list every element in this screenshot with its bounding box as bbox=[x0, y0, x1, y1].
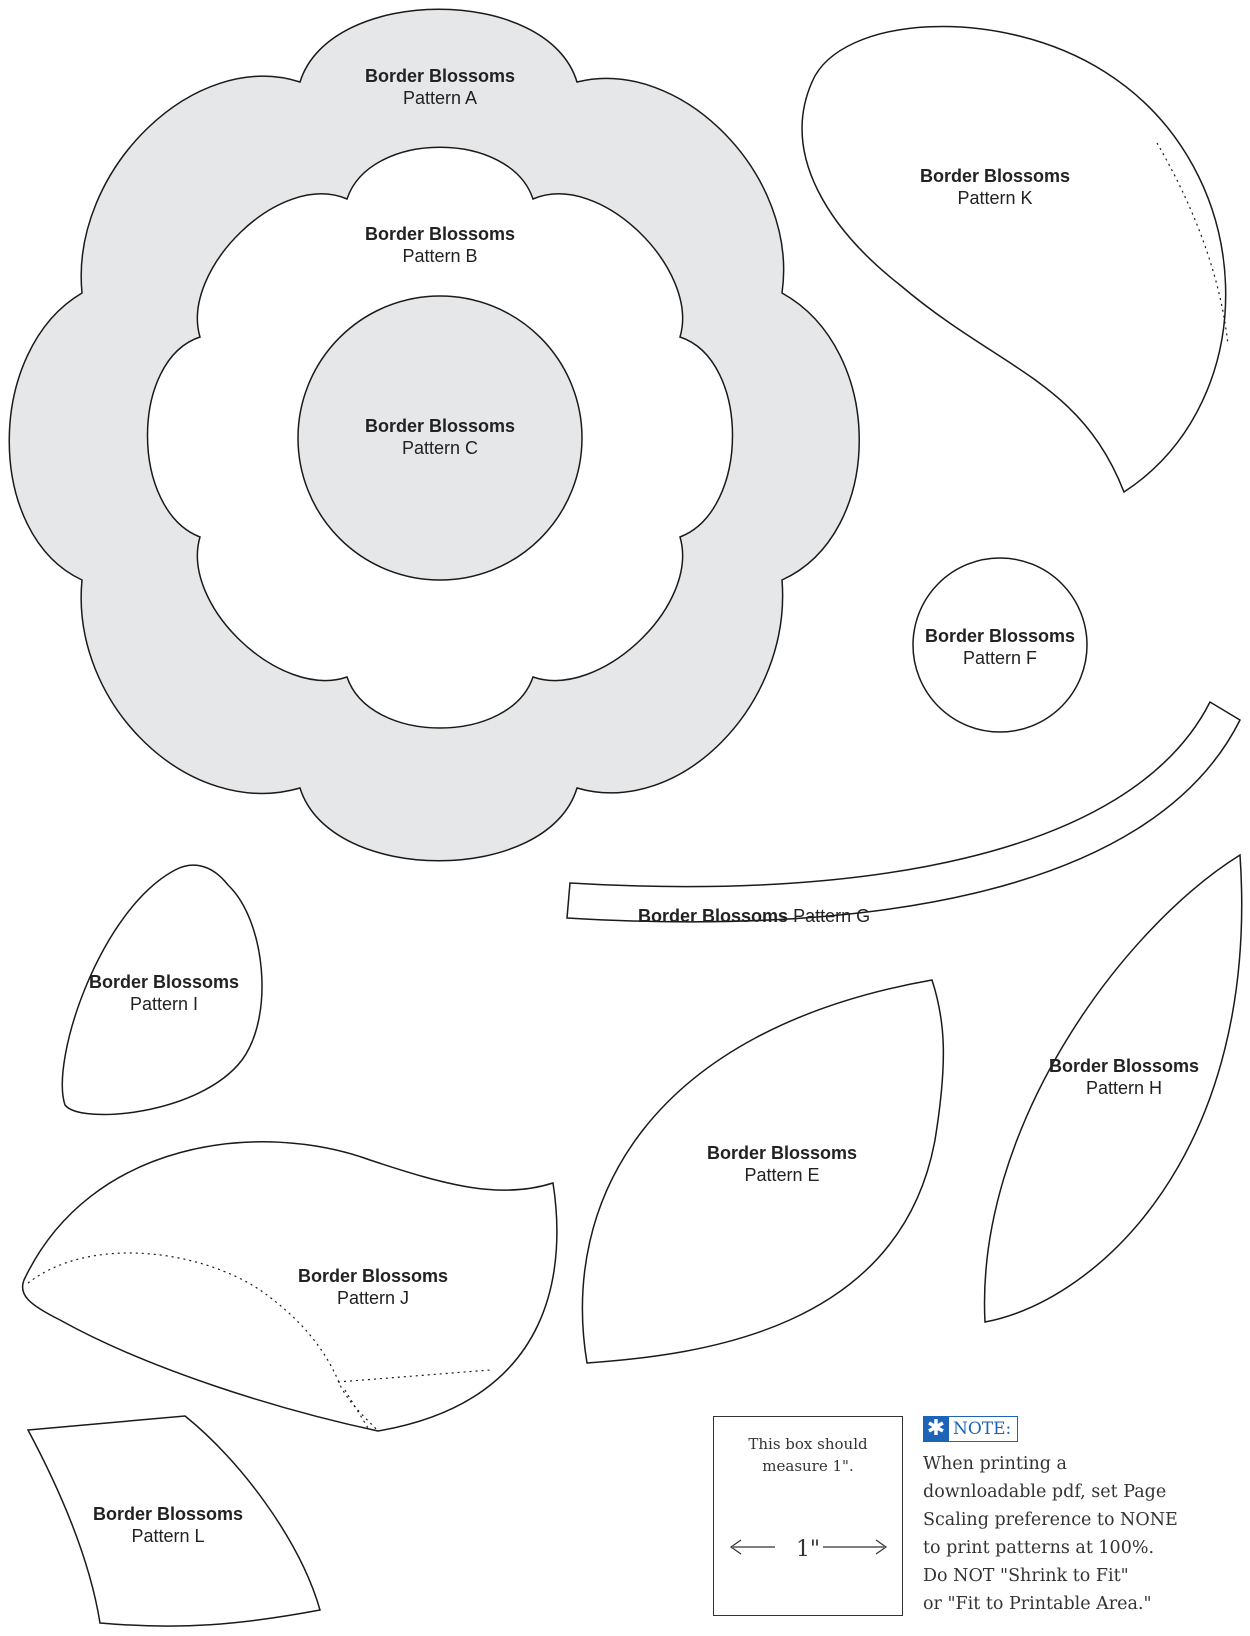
pattern-l-shape bbox=[26, 1415, 321, 1627]
one-inch-box-text: This box should measure 1". bbox=[714, 1433, 902, 1477]
pattern-b-label: Border Blossoms Pattern B bbox=[365, 223, 515, 267]
pattern-c-label: Border Blossoms Pattern C bbox=[365, 415, 515, 459]
pattern-j-label: Border Blossoms Pattern J bbox=[298, 1265, 448, 1309]
pattern-g-name: Pattern G bbox=[793, 906, 871, 926]
pattern-i-title: Border Blossoms bbox=[88, 972, 240, 992]
pattern-l-label: Border Blossoms Pattern L bbox=[93, 1503, 243, 1547]
pattern-g-shape bbox=[566, 700, 1241, 923]
pattern-j-dotted-line-3 bbox=[344, 1389, 369, 1429]
note-line: or "Fit to Printable Area." bbox=[923, 1594, 1152, 1614]
pattern-f-shape bbox=[912, 557, 1088, 733]
pattern-a-name: Pattern A bbox=[402, 88, 478, 108]
pattern-i-shape bbox=[61, 864, 263, 1116]
pattern-g-label: Border Blossoms Pattern G bbox=[638, 905, 870, 927]
pattern-b-name: Pattern B bbox=[402, 246, 478, 266]
pattern-k-shape bbox=[801, 25, 1227, 494]
note-body: When printing a downloadable pdf, set Pa… bbox=[923, 1450, 1243, 1618]
note-line: Do NOT "Shrink to Fit" bbox=[923, 1566, 1129, 1586]
pattern-e-shape bbox=[581, 979, 945, 1364]
pattern-c-title: Border Blossoms bbox=[364, 416, 516, 436]
pattern-f-label: Border Blossoms Pattern F bbox=[925, 625, 1075, 669]
pattern-j-shape bbox=[21, 1141, 558, 1432]
note-line: Scaling preference to NONE bbox=[923, 1510, 1178, 1530]
one-inch-box: This box should measure 1". 1" bbox=[713, 1416, 903, 1616]
pattern-a-label: Border Blossoms Pattern A bbox=[365, 65, 515, 109]
pattern-k-label: Border Blossoms Pattern K bbox=[920, 165, 1070, 209]
note-line: When printing a bbox=[923, 1454, 1067, 1474]
asterisk-icon: ✱ bbox=[923, 1416, 949, 1442]
pattern-i-name: Pattern I bbox=[129, 994, 199, 1014]
pattern-c-shape bbox=[297, 295, 583, 581]
pattern-i-label: Border Blossoms Pattern I bbox=[89, 971, 239, 1015]
measure-arrowhead-right bbox=[875, 1539, 888, 1555]
measure-arrowhead-left bbox=[729, 1539, 742, 1555]
pattern-k-name: Pattern K bbox=[957, 188, 1033, 208]
pattern-k-title: Border Blossoms bbox=[919, 166, 1071, 186]
pattern-h-title: Border Blossoms bbox=[1048, 1056, 1200, 1076]
pattern-j-dotted-line-2 bbox=[337, 1369, 491, 1383]
pattern-k-dotted-line bbox=[1156, 142, 1229, 346]
pattern-e-name: Pattern E bbox=[744, 1165, 820, 1185]
pattern-j-name: Pattern J bbox=[336, 1288, 410, 1308]
pattern-l-title: Border Blossoms bbox=[92, 1504, 244, 1524]
pattern-g-title: Border Blossoms bbox=[638, 906, 789, 926]
note-line: downloadable pdf, set Page bbox=[923, 1482, 1167, 1502]
pattern-b-title: Border Blossoms bbox=[364, 224, 516, 244]
pattern-h-shape bbox=[983, 853, 1243, 1323]
pattern-h-name: Pattern H bbox=[1085, 1078, 1163, 1098]
one-inch-box-line1: This box should bbox=[748, 1435, 868, 1453]
note-header: ✱ NOTE: bbox=[923, 1416, 1243, 1442]
pattern-f-title: Border Blossoms bbox=[924, 626, 1076, 646]
note-line: to print patterns at 100%. bbox=[923, 1538, 1155, 1558]
one-inch-measure-label: 1" bbox=[795, 1537, 821, 1562]
pattern-f-name: Pattern F bbox=[962, 648, 1038, 668]
pattern-j-title: Border Blossoms bbox=[297, 1266, 449, 1286]
pattern-c-name: Pattern C bbox=[401, 438, 479, 458]
pattern-h-label: Border Blossoms Pattern H bbox=[1049, 1055, 1199, 1099]
print-note: ✱ NOTE: When printing a downloadable pdf… bbox=[923, 1416, 1243, 1618]
pattern-e-title: Border Blossoms bbox=[706, 1143, 858, 1163]
pattern-e-label: Border Blossoms Pattern E bbox=[707, 1142, 857, 1186]
note-title: NOTE: bbox=[949, 1416, 1019, 1442]
one-inch-box-line2: measure 1". bbox=[762, 1457, 854, 1475]
pattern-a-title: Border Blossoms bbox=[364, 66, 516, 86]
pattern-l-name: Pattern L bbox=[131, 1526, 205, 1546]
